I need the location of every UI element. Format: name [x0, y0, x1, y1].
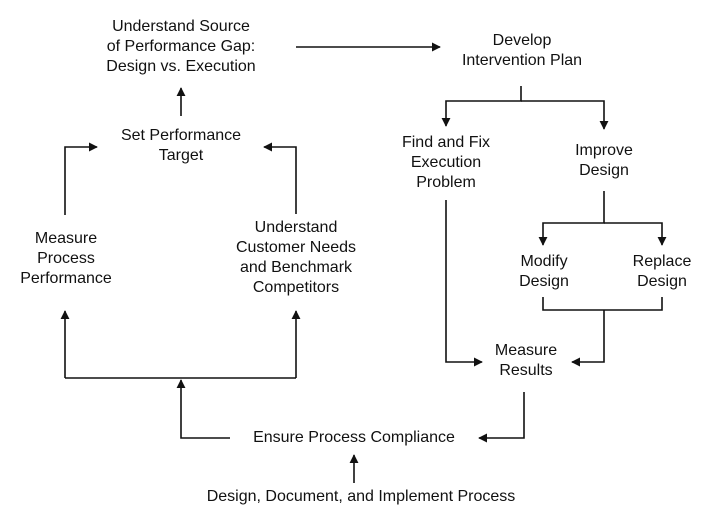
node-line: Target — [158, 147, 204, 164]
node-line: Design vs. Execution — [106, 58, 256, 75]
node-line: Find and Fix — [401, 134, 491, 151]
node-line: Design — [519, 273, 569, 290]
node-line: Measure — [494, 342, 558, 359]
node-line: Ensure Process Compliance — [253, 429, 455, 446]
node-measure-results: Measure Results — [495, 341, 557, 381]
node-modify-design: Modify Design — [519, 252, 569, 292]
node-measure-process: Measure Process Performance — [20, 229, 112, 289]
node-line: Execution — [410, 154, 482, 171]
node-develop-plan: Develop Intervention Plan — [462, 31, 582, 71]
node-design-document: Design, Document, and Implement Process — [207, 487, 516, 507]
node-line: Improve — [575, 142, 633, 159]
node-line: and Benchmark — [239, 259, 353, 276]
node-line: Performance — [20, 270, 112, 287]
node-line: Develop — [492, 32, 552, 49]
node-line: Measure — [34, 230, 98, 247]
arrow-improve-split — [538, 191, 605, 246]
node-line: Design — [579, 162, 629, 179]
node-line: Process — [37, 250, 95, 267]
node-line: Intervention Plan — [461, 52, 583, 69]
arrow-merge-to-results — [571, 310, 605, 367]
node-understand-gap: Understand Source of Performance Gap: De… — [106, 17, 255, 77]
node-line: Design, Document, and Implement Process — [206, 488, 516, 505]
node-line: Modify — [520, 253, 568, 270]
arrow-measure-to-target — [64, 142, 98, 215]
node-line: Replace — [632, 253, 692, 270]
node-ensure-compliance: Ensure Process Compliance — [253, 428, 455, 448]
arrow-customer-to-target — [263, 142, 297, 214]
node-line: of Performance Gap: — [106, 38, 256, 55]
arrow-fix-to-results — [445, 200, 483, 367]
node-line: Problem — [416, 174, 476, 191]
node-line: Set Performance — [120, 127, 242, 144]
arrow-plan-to-improve — [521, 100, 609, 130]
node-line: Results — [499, 362, 553, 379]
node-line: Understand — [254, 219, 338, 236]
node-find-fix: Find and Fix Execution Problem — [402, 133, 490, 193]
node-improve-design: Improve Design — [575, 141, 633, 181]
node-line: Customer Needs — [235, 239, 357, 256]
arrow-plan-split — [441, 86, 522, 127]
node-set-target: Set Performance Target — [121, 126, 241, 166]
arrow-compliance-to-loop — [176, 379, 230, 439]
arrow-results-to-compliance — [478, 392, 525, 443]
node-replace-design: Replace Design — [633, 252, 692, 292]
arrow-designs-merge — [542, 297, 663, 311]
node-line: Understand Source — [112, 18, 250, 35]
arrow-improve-to-replace — [604, 222, 667, 246]
node-line: Competitors — [252, 279, 340, 296]
node-line: Design — [637, 273, 687, 290]
node-understand-customer: Understand Customer Needs and Benchmark … — [236, 218, 356, 298]
